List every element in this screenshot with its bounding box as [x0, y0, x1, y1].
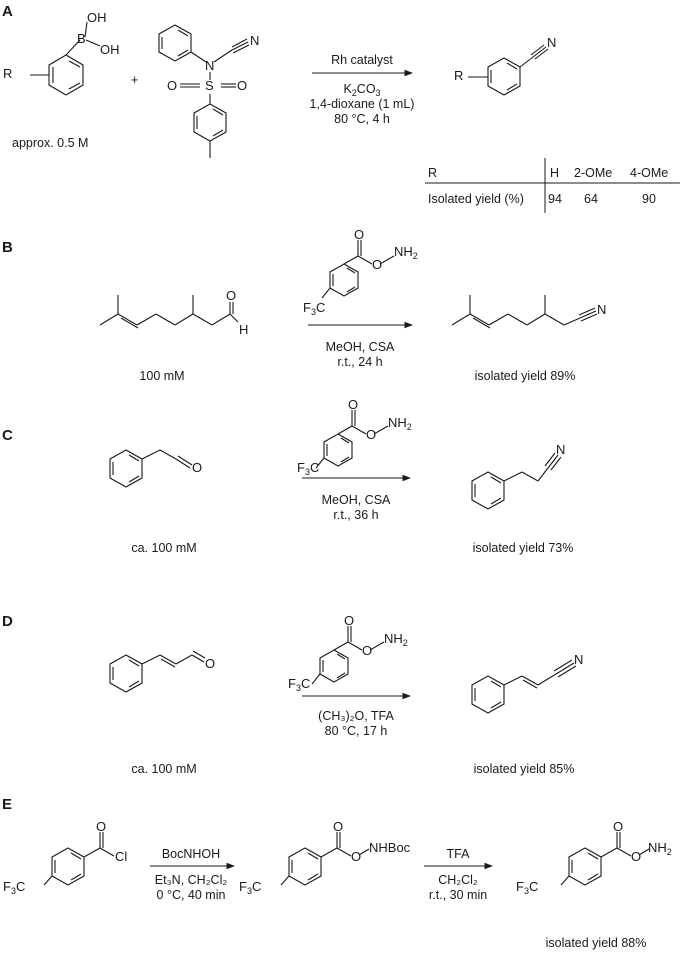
conditions-e1-line2: 0 °C, 40 min [157, 888, 226, 902]
citronellyl-nitrile-structure: N [451, 295, 606, 329]
conditions-e2-line2: r.t., 30 min [429, 888, 487, 902]
aminating-reagent-c: O O NH2 F3C [297, 397, 412, 477]
atom-nitrogen-b-product: N [597, 302, 606, 317]
atom-carbonyl-oxygen-e3: O [613, 819, 623, 834]
atom-aldehyde-oxygen-d: O [205, 656, 215, 671]
atom-ester-oxygen-e3: O [631, 849, 641, 864]
atom-amine-d: NH2 [384, 631, 408, 648]
panel-letter-a: A [2, 3, 13, 20]
catalyst-label: Rh catalyst [331, 53, 393, 67]
atom-ester-oxygen-b: O [372, 257, 382, 272]
atom-trifluoromethyl-d: F3C [288, 676, 310, 693]
panel-letter-c: C [2, 427, 13, 444]
aryl-nitrile-product-structure: N R [454, 35, 556, 96]
conditions-d-line2: 80 °C, 17 h [325, 724, 388, 738]
atom-amine-b: NH2 [394, 244, 418, 261]
atom-chlorine: Cl [115, 849, 127, 864]
atom-nitrogen-amide: N [205, 58, 214, 73]
atom-hydroxyl-top: OH [87, 10, 107, 25]
atom-aldehyde-oxygen-c: O [192, 460, 202, 475]
atom-carbonyl-oxygen-e1: O [96, 819, 106, 834]
citronellal-structure: O H [99, 288, 248, 337]
substrate-concentration-d: ca. 100 mM [131, 762, 196, 776]
atom-r-product: R [454, 68, 463, 83]
atom-ester-oxygen-c: O [366, 427, 376, 442]
panel-letter-d: D [2, 613, 13, 630]
ncts-reagent-structure: N N S O O [158, 24, 259, 158]
atom-nitrogen-nitrile: N [250, 33, 259, 48]
atom-nitrogen-d-product: N [574, 652, 583, 667]
cinnamonitrile-structure: N [471, 652, 583, 714]
atom-carbonyl-oxygen-e2: O [333, 819, 343, 834]
aminating-reagent-d: O O NH2 F3C [288, 613, 408, 693]
substrate-concentration-c: ca. 100 mM [131, 541, 196, 555]
atom-aldehyde-hydrogen: H [239, 322, 248, 337]
substrate-concentration-b: 100 mM [139, 369, 184, 383]
yield-label-e: isolated yield 88% [546, 936, 647, 950]
conditions-c-line2: r.t., 36 h [333, 508, 378, 522]
cinnamaldehyde-structure: O [109, 650, 215, 693]
atom-oxygen-right: O [237, 78, 247, 93]
solvent-label: 1,4-dioxane (1 mL) [310, 97, 415, 111]
table-header-r: R [428, 166, 437, 180]
atom-nitrogen-c-product: N [556, 442, 565, 457]
atom-amine-c: NH2 [388, 415, 412, 432]
conditions-e2-line1: CH₂Cl₂ [438, 873, 478, 887]
conditions-e1-line1: Et₃N, CH₂Cl₂ [155, 873, 228, 887]
panel-letter-b: B [2, 239, 13, 256]
boronic-acid-concentration-label: approx. 0.5 M [12, 136, 88, 150]
atom-hydroxyl-right: OH [100, 42, 120, 57]
hydrocinnamaldehyde-structure: O [109, 449, 202, 488]
yield-label-b: isolated yield 89% [475, 369, 576, 383]
atom-sulfur: S [205, 78, 214, 93]
atom-carbonyl-oxygen-b: O [354, 227, 364, 242]
atom-nitrogen-product: N [547, 35, 556, 50]
table-header-h: H [550, 166, 559, 180]
conditions-d-line1: (CH₃)₂O, TFA [318, 709, 394, 723]
aminating-reagent-product-structure: O O NH2 F3C [516, 819, 672, 896]
temperature-time-label: 80 °C, 4 h [334, 112, 390, 126]
arylboronic-acid-structure: B OH OH R [3, 10, 120, 96]
boc-protected-intermediate-structure: O O NHBoc F3C [239, 819, 411, 896]
conditions-b-line2: r.t., 24 h [337, 355, 382, 369]
atom-ester-oxygen-e2: O [351, 849, 361, 864]
yield-label-d: isolated yield 85% [474, 762, 575, 776]
table-value-4-ome: 90 [642, 192, 656, 206]
atom-aldehyde-oxygen: O [226, 288, 236, 303]
atom-boron: B [77, 31, 86, 46]
conditions-b-line1: MeOH, CSA [326, 340, 395, 354]
conditions-c-line1: MeOH, CSA [322, 493, 391, 507]
atom-trifluoromethyl-e3: F3C [516, 879, 538, 896]
atom-carbonyl-oxygen-d: O [344, 613, 354, 628]
acyl-chloride-structure: O Cl F3C [3, 819, 127, 896]
table-value-2-ome: 64 [584, 192, 598, 206]
atom-r-substituent: R [3, 66, 12, 81]
hydrocinnamonitrile-structure: N [471, 442, 565, 510]
reagent-bocnhoh: BocNHOH [162, 847, 220, 861]
panel-letter-e: E [2, 796, 12, 813]
base-label: K2CO3 [343, 82, 380, 98]
yield-table: R H 2-OMe 4-OMe Isolated yield (%) 94 64… [425, 158, 680, 213]
reagent-tfa: TFA [447, 847, 471, 861]
atom-nhboc: NHBoc [369, 840, 411, 855]
table-header-4-ome: 4-OMe [630, 166, 668, 180]
atom-oxygen-left: O [167, 78, 177, 93]
table-header-2-ome: 2-OMe [574, 166, 612, 180]
atom-carbonyl-oxygen-c: O [348, 397, 358, 412]
atom-ester-oxygen-d: O [362, 643, 372, 658]
atom-trifluoromethyl-e1: F3C [3, 879, 25, 896]
atom-trifluoromethyl-b: F3C [303, 300, 325, 317]
table-row-label: Isolated yield (%) [428, 192, 524, 206]
table-value-h: 94 [548, 192, 562, 206]
yield-label-c: isolated yield 73% [473, 541, 574, 555]
aminating-reagent-b: O O NH2 F3C [303, 227, 418, 317]
atom-trifluoromethyl-c: F3C [297, 460, 319, 477]
atom-amine-e3: NH2 [648, 840, 672, 857]
atom-trifluoromethyl-e2: F3C [239, 879, 261, 896]
plus-sign: + [131, 73, 138, 87]
